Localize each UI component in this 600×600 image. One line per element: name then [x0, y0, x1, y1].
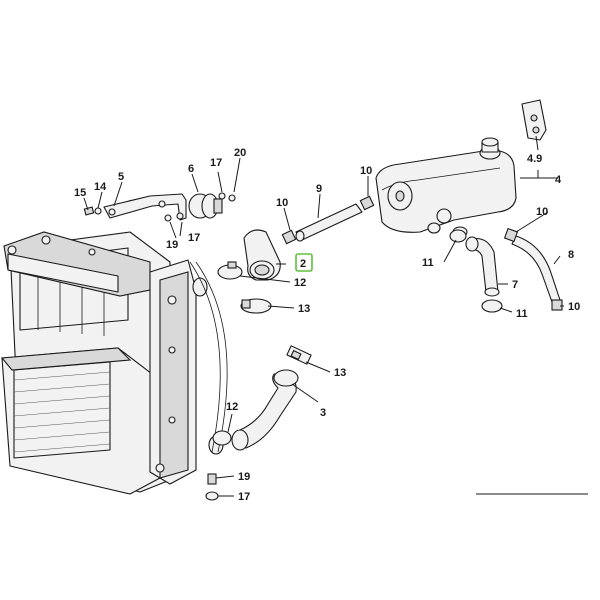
radiator-assembly [0, 231, 228, 495]
callout-10-tank[interactable]: 10 [360, 165, 372, 177]
callout-6[interactable]: 6 [188, 163, 194, 175]
callout-13-lower[interactable]: 13 [334, 367, 346, 379]
hose-9 [281, 195, 375, 245]
lower-hose-3 [231, 369, 299, 451]
callout-11-lower[interactable]: 11 [516, 308, 528, 320]
callout-4-9[interactable]: 4.9 [527, 153, 542, 165]
callout-14[interactable]: 14 [94, 181, 107, 193]
leader-lines [83, 135, 564, 497]
callout-5[interactable]: 5 [118, 171, 124, 183]
elbow-hose-7 [465, 236, 500, 297]
tank-bracket-4-9 [521, 99, 547, 141]
callout-9[interactable]: 9 [316, 183, 322, 195]
callout-4[interactable]: 4 [555, 174, 562, 186]
callout-10-hose[interactable]: 10 [276, 197, 288, 209]
callout-11-upper[interactable]: 11 [422, 257, 434, 269]
screw-19-lower [207, 473, 217, 485]
callout-labels: 2 3 4 4.9 5 6 7 8 9 10 10 10 10 11 11 12… [74, 147, 580, 503]
callout-8[interactable]: 8 [568, 249, 574, 261]
callout-17-bottom[interactable]: 17 [238, 491, 250, 503]
callout-10-right[interactable]: 10 [536, 206, 548, 218]
callout-12-upper[interactable]: 12 [294, 277, 306, 289]
hose-clamp-11-lower [481, 299, 503, 313]
callout-13-upper[interactable]: 13 [298, 303, 310, 315]
callout-3[interactable]: 3 [320, 407, 326, 419]
hose-clamp-12-lower [212, 430, 232, 446]
callout-12-lower[interactable]: 12 [226, 401, 238, 413]
callout-7[interactable]: 7 [512, 279, 518, 291]
hose-clamp-11-upper [449, 229, 467, 243]
rubber-mount [164, 192, 236, 222]
highlight-box-part-2 [295, 253, 313, 272]
hose-clamp-13-lower [286, 345, 312, 365]
callout-20[interactable]: 20 [234, 147, 246, 159]
callout-2[interactable]: 2 [300, 258, 306, 270]
callout-19-bottom[interactable]: 19 [238, 471, 250, 483]
callout-17-mid[interactable]: 17 [188, 232, 200, 244]
callout-17-top[interactable]: 17 [210, 157, 222, 169]
hose-8 [503, 227, 563, 311]
callout-19-mid[interactable]: 19 [166, 239, 178, 251]
washer-17-lower [205, 491, 219, 501]
hose-2 [243, 229, 281, 281]
expansion-tank [375, 137, 517, 238]
callout-15[interactable]: 15 [74, 187, 86, 199]
callout-10-bottom[interactable]: 10 [568, 301, 580, 313]
